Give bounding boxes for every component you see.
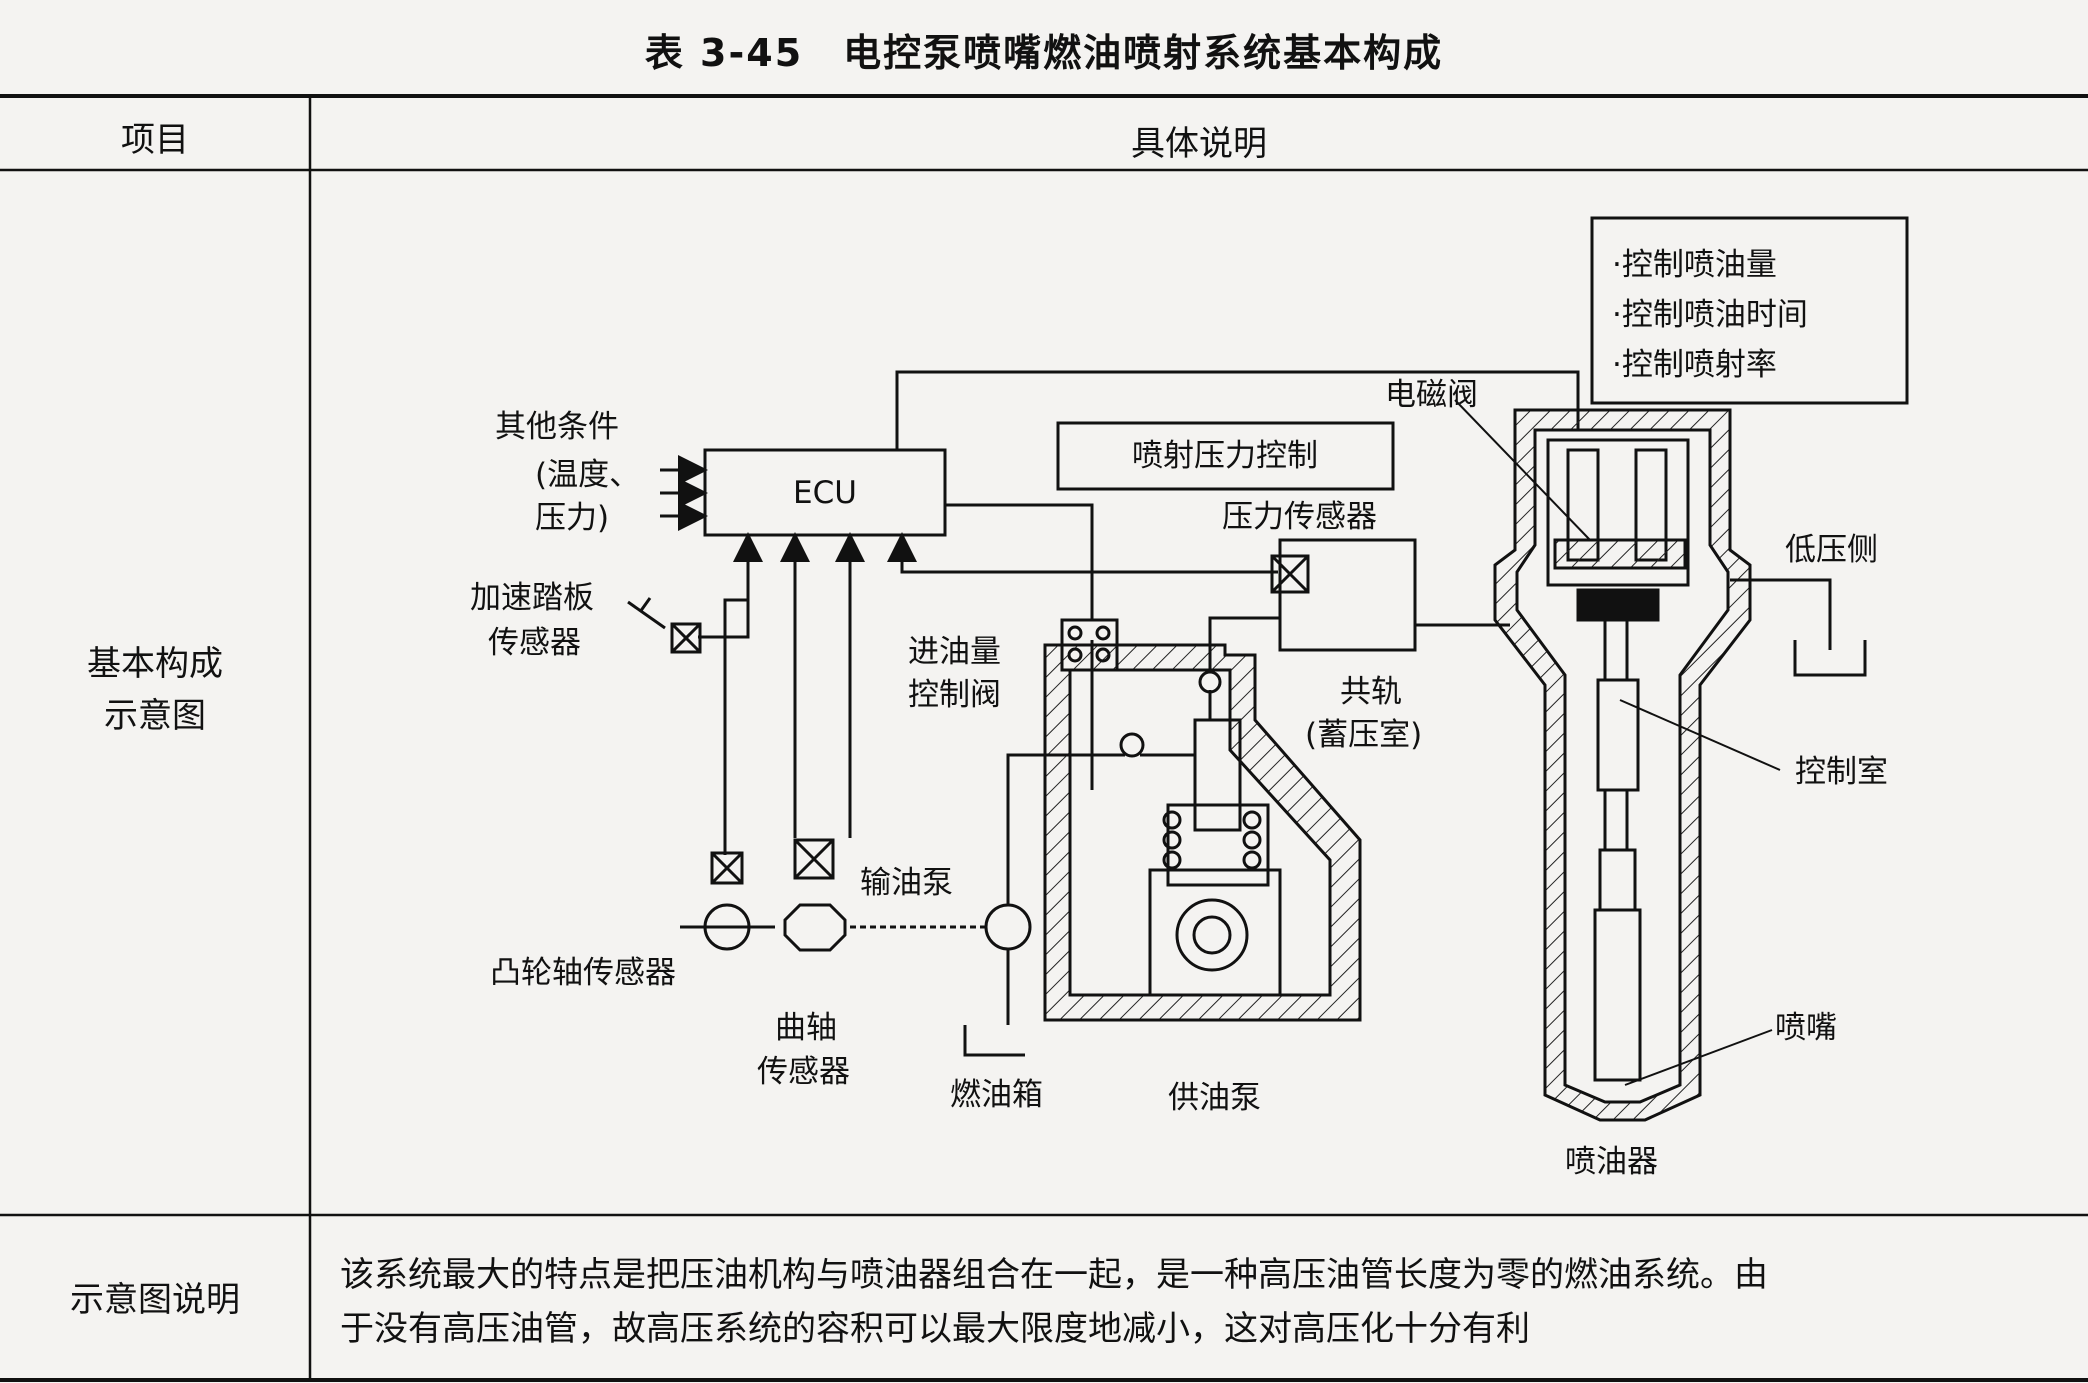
- label-rail-line1: 共轨: [1340, 674, 1402, 710]
- label-pressure: 压力): [535, 500, 609, 536]
- label-fuel-tank: 燃油箱: [950, 1077, 1043, 1113]
- label-accel-line2: 传感器: [488, 625, 581, 661]
- control-item-2: ·控制喷油时间: [1612, 297, 1808, 333]
- control-item-1: ·控制喷油量: [1612, 247, 1777, 283]
- common-rail: [1278, 538, 1417, 652]
- label-camshaft-sensor: 凸轮轴传感器: [490, 955, 676, 991]
- explanation-line-2: 于没有高压油管，故高压系统的容积可以最大限度地减小，这对高压化十分有利: [340, 1309, 1530, 1349]
- label-crank-line1: 曲轴: [775, 1010, 837, 1046]
- label-control-chamber: 控制室: [1795, 754, 1888, 790]
- accel-sensor-box: [670, 622, 702, 654]
- diagram-explanation-text: 该系统最大的特点是把压油机构与喷油器组合在一起，是一种高压油管长度为零的燃油系统…: [340, 1248, 2070, 1356]
- camshaft-sensor-box: [710, 851, 744, 885]
- pressure-sensor-box: [1270, 554, 1310, 594]
- control-list-box: [1590, 216, 1909, 405]
- label-feed-pump: 输油泵: [860, 865, 953, 901]
- column-header-item: 项目: [121, 120, 189, 160]
- label-other-conditions: 其他条件: [495, 409, 619, 445]
- label-injector: 喷油器: [1565, 1144, 1658, 1180]
- label-supply-pump: 供油泵: [1168, 1080, 1261, 1116]
- inlet-control-valve: [1060, 618, 1119, 672]
- injection-pressure-control-box: [1056, 421, 1395, 491]
- row-label-basic-composition: 基本构成 示意图: [20, 638, 290, 742]
- solenoid-armature: [1576, 588, 1660, 622]
- label-nozzle: 喷嘴: [1775, 1010, 1837, 1046]
- label-rail-line2: (蓄压室): [1305, 717, 1422, 753]
- label-injection-pressure-control: 喷射压力控制: [1132, 438, 1318, 474]
- label-inlet-valve-line1: 进油量: [908, 634, 1001, 670]
- table-title: 表 3-45 电控泵喷嘴燃油喷射系统基本构成: [644, 31, 1444, 75]
- label-temperature: (温度、: [535, 457, 640, 493]
- label-low-pressure-side: 低压侧: [1785, 532, 1878, 568]
- label-accel-line1: 加速踏板: [470, 580, 594, 616]
- label-crank-line2: 传感器: [757, 1054, 850, 1090]
- label-ecu: ECU: [793, 475, 857, 511]
- column-header-description: 具体说明: [1131, 124, 1267, 164]
- label-inlet-valve-line2: 控制阀: [908, 677, 1001, 713]
- row-label-diagram-explanation: 示意图说明: [70, 1280, 240, 1320]
- row-label-line-2: 示意图: [104, 696, 206, 736]
- label-pressure-sensor: 压力传感器: [1222, 499, 1377, 535]
- explanation-line-1: 该系统最大的特点是把压油机构与喷油器组合在一起，是一种高压油管长度为零的燃油系统…: [340, 1255, 1768, 1295]
- crank-sensor-box: [793, 838, 835, 880]
- label-solenoid-valve: 电磁阀: [1385, 377, 1478, 413]
- control-item-3: ·控制喷射率: [1612, 347, 1777, 383]
- row-label-line-1: 基本构成: [87, 644, 223, 684]
